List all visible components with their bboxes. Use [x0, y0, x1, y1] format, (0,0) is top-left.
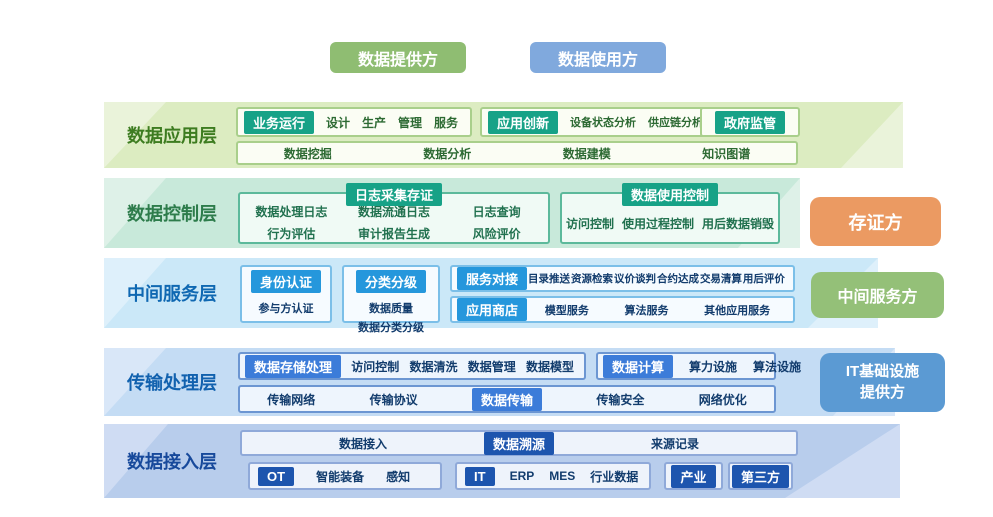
ot-item-smart-equipment: 智能装备	[316, 469, 365, 484]
business-operation-box: 业务运行 设计 生产 管理 服务	[236, 107, 472, 137]
trace-item-data-access: 数据接入	[338, 437, 387, 451]
data-consumer-label: 数据使用方	[530, 42, 666, 73]
government-supervision-badge: 政府监管	[714, 110, 785, 134]
identity-auth-badge: 身份认证	[250, 270, 321, 293]
transmission-item-network: 传输网络	[267, 392, 316, 407]
evidence-party-label: 存证方	[810, 197, 941, 246]
log-item-behavior-eval: 行为评估	[267, 226, 316, 241]
service-item-post-eval: 用后评价	[742, 273, 785, 285]
app-item-service: 服务	[433, 115, 458, 130]
transmission-item-optimization: 网络优化	[698, 392, 747, 407]
storage-item-cleaning: 数据清洗	[409, 359, 458, 374]
data-compute-badge: 数据计算	[603, 354, 674, 378]
compute-item-algo: 算法设施	[753, 359, 802, 374]
third-party-badge: 第三方	[731, 464, 789, 488]
log-audit-box: 日志采集存证 数据处理日志 数据流通日志 日志查询 行为评估 审计报告生成 风险…	[238, 183, 550, 244]
transmission-item-protocol: 传输协议	[369, 392, 418, 407]
it-item-industry-data: 行业数据	[590, 469, 639, 484]
service-matching-badge: 服务对接	[457, 267, 528, 290]
app-store-badge: 应用商店	[457, 298, 528, 321]
data-trace-box: 数据接入 数据溯源 来源记录	[240, 430, 798, 456]
service-item-clearing: 交易清算	[699, 273, 742, 285]
store-item-algo-service: 算法服务	[624, 304, 669, 317]
it-infra-line1: IT基础设施	[845, 363, 920, 381]
it-item-mes: MES	[549, 469, 576, 483]
service-matching-box: 服务对接 目录推送 资源检索 议价谈判 合约达成 交易清算 用后评价	[450, 265, 795, 292]
storage-processing-badge: 数据存储处理	[245, 354, 342, 378]
transmission-item-security: 传输安全	[596, 392, 645, 407]
government-supervision-box: 政府监管	[700, 107, 800, 137]
log-audit-items: 数据处理日志 数据流通日志 日志查询 行为评估 审计报告生成 风险评价	[240, 195, 548, 242]
usage-control-badge: 数据使用控制	[621, 183, 719, 206]
trace-item-source-record: 来源记录	[650, 437, 699, 451]
industry-badge: 产业	[671, 464, 716, 488]
usage-control-items: 访问控制 使用过程控制 用后数据销毁	[562, 205, 778, 232]
usage-item-process-control: 使用过程控制	[621, 216, 694, 231]
storage-item-model: 数据模型	[525, 359, 574, 374]
ot-badge: OT	[258, 466, 295, 486]
identity-auth-box: 身份认证 参与方认证	[240, 265, 332, 323]
third-party-source-box: 第三方	[728, 462, 793, 490]
log-item-log-query: 日志查询	[472, 204, 521, 219]
data-capability-row: 数据挖掘 数据分析 数据建模 知识图谱	[236, 141, 798, 165]
log-item-processing-log: 数据处理日志	[255, 204, 328, 219]
service-item-catalog-push: 目录推送	[528, 273, 570, 285]
layer-middle-title: 中间服务层	[127, 284, 217, 304]
compute-item-power: 算力设施	[689, 359, 738, 374]
classification-box: 分类分级 数据质量 数据分类分级	[342, 265, 440, 334]
it-infra-line2: 提供方	[859, 383, 905, 401]
log-item-audit-report: 审计报告生成	[357, 226, 430, 241]
storage-processing-box: 数据存储处理 访问控制 数据清洗 数据管理 数据模型	[238, 352, 586, 380]
identity-item-participant-auth: 参与方认证	[258, 303, 314, 315]
data-provider-label: 数据提供方	[330, 42, 466, 73]
data-trace-badge: 数据溯源	[483, 432, 554, 455]
capability-knowledge-graph: 知识图谱	[702, 146, 751, 161]
layer-application-title: 数据应用层	[127, 126, 217, 146]
log-item-circulation-log: 数据流通日志	[357, 204, 430, 219]
storage-item-access-control: 访问控制	[351, 359, 400, 374]
log-item-risk-eval: 风险评价	[472, 226, 521, 241]
it-item-erp: ERP	[509, 469, 535, 483]
usage-item-destroy: 用后数据销毁	[701, 216, 774, 231]
application-innovation-box: 应用创新 设备状态分析 供应链分析等	[480, 107, 715, 137]
app-store-box: 应用商店 模型服务 算法服务 其他应用服务	[450, 296, 795, 323]
application-innovation-badge: 应用创新	[488, 110, 559, 134]
log-audit-badge: 日志采集存证	[345, 183, 443, 206]
data-compute-box: 数据计算 算力设施 算法设施	[596, 352, 801, 380]
app-item-production: 生产	[361, 115, 386, 130]
usage-item-access-control: 访问控制	[565, 216, 614, 231]
app-store-items: 模型服务 算法服务 其他应用服务	[527, 302, 788, 318]
app-item-supply-chain: 供应链分析等	[648, 117, 715, 129]
data-transmission-badge: 数据传输	[471, 387, 542, 411]
app-item-design: 设计	[325, 115, 350, 130]
service-item-price-negotiation: 议价谈判	[613, 273, 656, 285]
ot-source-box: OT 智能装备 感知	[248, 462, 442, 490]
layer-control-title: 数据控制层	[127, 204, 217, 224]
capability-mining: 数据挖掘	[283, 146, 332, 161]
usage-control-box: 数据使用控制 访问控制 使用过程控制 用后数据销毁	[560, 183, 780, 244]
data-transmission-box: 传输网络 传输协议 数据传输 传输安全 网络优化	[238, 385, 776, 413]
layer-transport-title: 传输处理层	[127, 373, 217, 393]
it-badge: IT	[465, 466, 495, 486]
intermediary-party-label: 中间服务方	[811, 272, 944, 318]
classification-items: 数据质量 数据分类分级	[358, 300, 424, 335]
layer-access-title: 数据接入层	[127, 452, 217, 472]
app-item-device-status: 设备状态分析	[570, 117, 637, 129]
it-source-box: IT ERP MES 行业数据	[455, 462, 651, 490]
store-item-other-service: 其他应用服务	[704, 304, 771, 317]
capability-analysis: 数据分析	[423, 146, 472, 161]
storage-item-management: 数据管理	[467, 359, 516, 374]
business-operation-badge: 业务运行	[244, 110, 315, 134]
ot-item-sensing: 感知	[386, 469, 411, 484]
capability-modeling: 数据建模	[562, 146, 611, 161]
store-item-model-service: 模型服务	[544, 304, 589, 317]
classification-badge: 分类分级	[355, 270, 426, 293]
classification-item-quality: 数据质量	[369, 303, 413, 315]
classification-item-grading: 数据分类分级	[358, 322, 424, 334]
service-item-contract: 合约达成	[656, 273, 699, 285]
app-item-management: 管理	[397, 115, 422, 130]
service-item-resource-search: 资源检索	[570, 273, 613, 285]
it-infrastructure-party-label: IT基础设施 提供方	[820, 353, 945, 412]
industry-source-box: 产业	[664, 462, 723, 490]
